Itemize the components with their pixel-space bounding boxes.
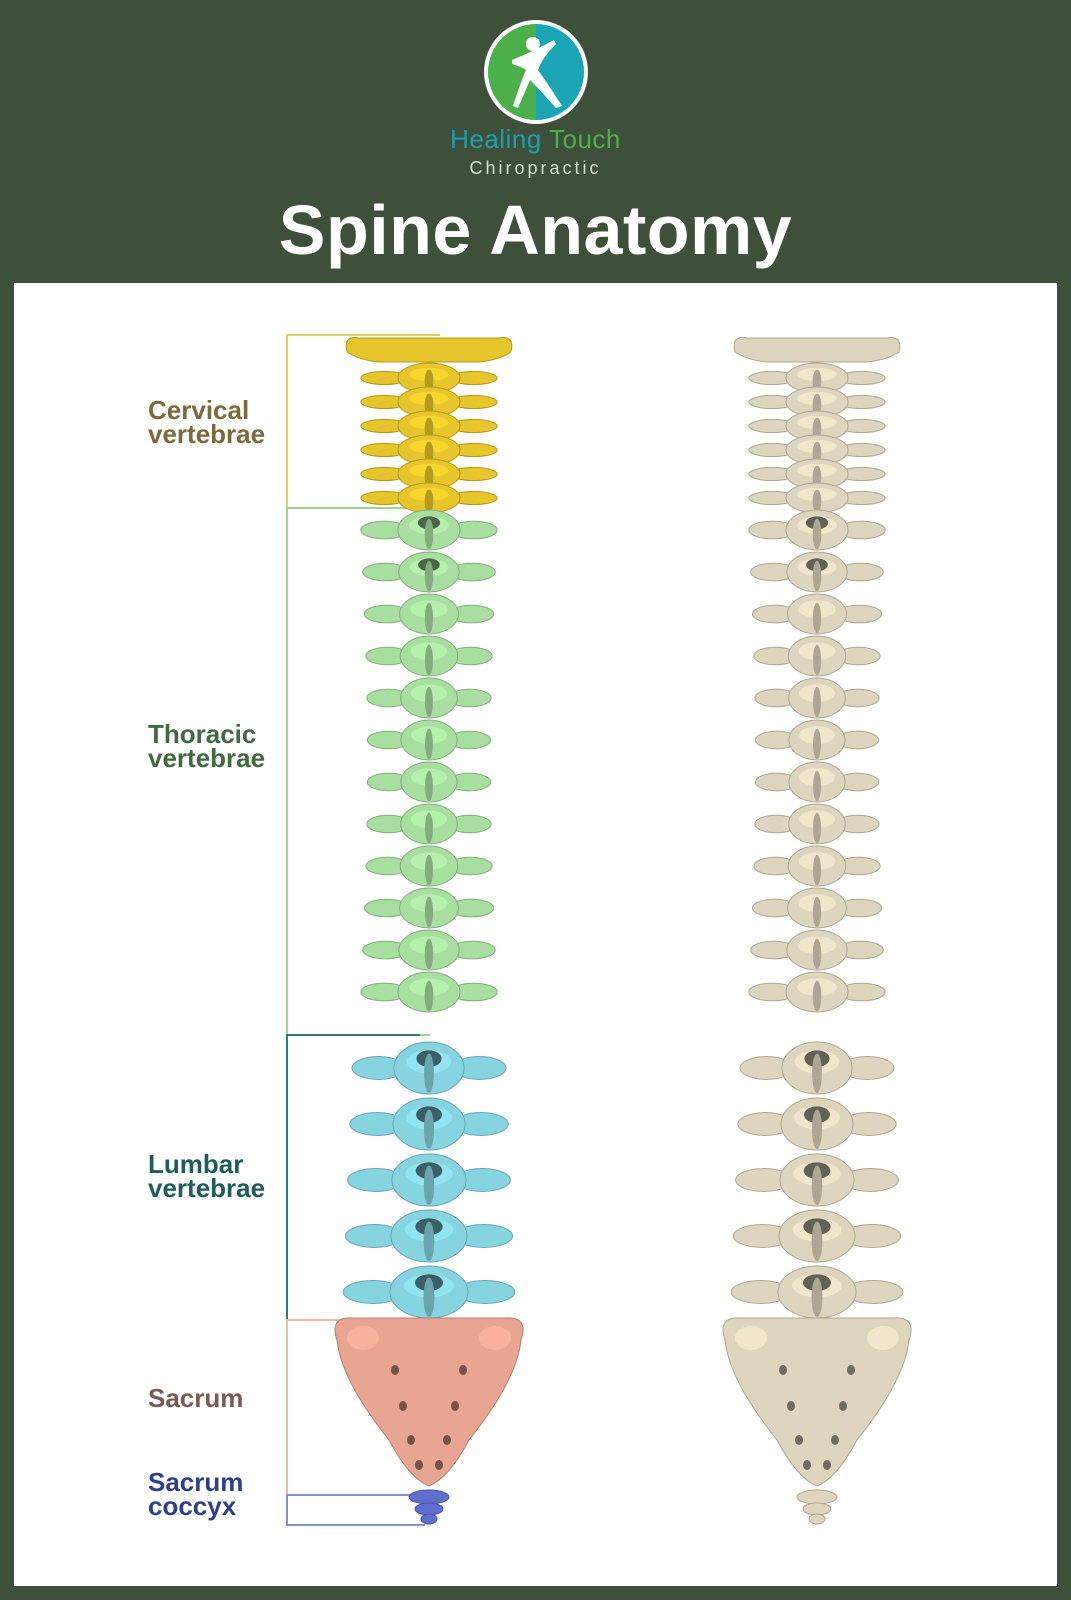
page-title: Spine Anatomy [278, 191, 793, 269]
brand-name: Healing Touch [0, 124, 1071, 155]
cervical-vertebra [748, 386, 886, 418]
label-thoracic: Thoracic vertebrae [148, 719, 266, 773]
thoracic-vertebra [754, 803, 880, 845]
label-coccyx: Sacrum coccyx [148, 1467, 244, 1521]
thoracic-vertebra [366, 719, 492, 761]
thoracic-vertebra [366, 761, 492, 803]
brand-subtitle: Chiropractic [469, 158, 602, 178]
lumbar-vertebra [730, 1265, 904, 1319]
thoracic-vertebra [362, 551, 496, 593]
cervical-vertebra [360, 458, 498, 490]
thoracic-vertebra [753, 635, 881, 677]
thoracic-vertebra [754, 677, 880, 719]
thoracic-vertebra [748, 509, 886, 551]
label-sacrum: Sacrum [148, 1383, 244, 1413]
cervical-vertebra [360, 434, 498, 466]
cervical-vertebra [360, 482, 498, 514]
natural-spine [722, 337, 912, 1525]
colored-spine [334, 337, 524, 1525]
label-lumbar-line2: vertebrae [148, 1173, 266, 1203]
thoracic-vertebra [365, 635, 493, 677]
lumbar-vertebra [344, 1209, 514, 1263]
label-cervical-line1: Cervical [148, 395, 250, 425]
thoracic-vertebra [750, 929, 884, 971]
thoracic-vertebra [363, 887, 495, 929]
label-lumbar: Lumbar vertebrae [148, 1149, 266, 1203]
lumbar-vertebra [735, 1153, 899, 1207]
lumbar-vertebra [349, 1097, 509, 1151]
brand-name-part2: Touch [549, 124, 621, 154]
label-cervical-line2: vertebrae [148, 419, 266, 449]
lumbar-vertebra [342, 1265, 516, 1319]
thoracic-vertebra [362, 929, 496, 971]
thoracic-vertebra [363, 593, 495, 635]
thoracic-vertebra [754, 719, 880, 761]
thoracic-vertebra [366, 803, 492, 845]
thoracic-vertebra [360, 971, 498, 1013]
cervical-vertebra [360, 386, 498, 418]
label-lumbar-line1: Lumbar [148, 1149, 244, 1179]
label-cervical: Cervical vertebrae [148, 395, 266, 449]
coccyx-bone [408, 1489, 450, 1525]
thoracic-vertebra [750, 551, 884, 593]
thoracic-vertebra [753, 845, 881, 887]
cervical-vertebra [748, 410, 886, 442]
thoracic-vertebra [754, 761, 880, 803]
thoracic-vertebra [751, 593, 883, 635]
bracket-4 [286, 1494, 425, 1526]
cervical-vertebra [748, 434, 886, 466]
thoracic-vertebra [366, 677, 492, 719]
label-thoracic-line2: vertebrae [148, 743, 266, 773]
label-sacrum-line1: Sacrum [148, 1383, 244, 1413]
label-thoracic-line1: Thoracic [148, 719, 257, 749]
label-coccyx-line1: Sacrum [148, 1467, 244, 1497]
sacrum-bone [722, 1317, 912, 1487]
healing-touch-logo-icon [484, 20, 588, 124]
lumbar-vertebra [739, 1041, 895, 1095]
thoracic-vertebra [360, 509, 498, 551]
lumbar-vertebra [347, 1153, 511, 1207]
atlas-vertebra [733, 337, 901, 363]
cervical-vertebra [748, 458, 886, 490]
lumbar-vertebra [351, 1041, 507, 1095]
thoracic-vertebra [748, 971, 886, 1013]
header: Healing Touch Chiropractic Spine Anatomy [0, 0, 1071, 285]
brand-name-part1: Healing [450, 124, 542, 154]
atlas-vertebra [345, 337, 513, 363]
cervical-vertebra [748, 482, 886, 514]
sacrum-bone [334, 1317, 524, 1487]
thoracic-vertebra [365, 845, 493, 887]
coccyx-bone [796, 1489, 838, 1525]
thoracic-vertebra [751, 887, 883, 929]
label-coccyx-line2: coccyx [148, 1491, 237, 1521]
lumbar-vertebra [737, 1097, 897, 1151]
lumbar-vertebra [732, 1209, 902, 1263]
